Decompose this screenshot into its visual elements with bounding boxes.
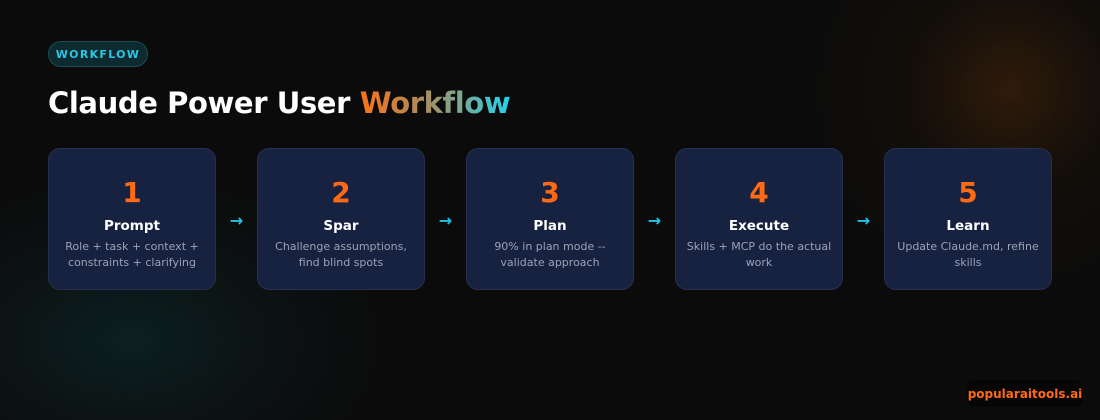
step-description: 90% in plan mode -- validate approach — [494, 240, 606, 269]
step-card-spar: 2 Spar Challenge assumptions, find blind… — [257, 148, 425, 290]
arrow-right-icon: → — [856, 210, 871, 230]
step-name: Plan — [533, 218, 567, 234]
arrow-right-icon: → — [229, 210, 244, 230]
step-card-prompt: 1 Prompt Role + task + context + constra… — [48, 148, 216, 290]
title-accent: Workflow — [359, 86, 511, 120]
step-description: Role + task + context + constraints + cl… — [65, 240, 199, 269]
step-description: Update Claude.md, refine skills — [897, 240, 1039, 269]
step-number: 3 — [540, 176, 560, 209]
page-title: Claude Power User Workflow — [48, 86, 511, 120]
step-number: 2 — [331, 176, 351, 209]
step-name: Learn — [946, 218, 990, 234]
step-name: Execute — [728, 218, 790, 234]
watermark-brand: popularaitools.ai — [967, 380, 1083, 407]
step-name: Prompt — [103, 218, 160, 234]
step-number: 1 — [122, 176, 142, 209]
step-card-execute: 4 Execute Skills + MCP do the actual wor… — [675, 148, 843, 290]
workflow-badge: WORKFLOW — [48, 41, 148, 67]
step-name: Spar — [323, 218, 359, 234]
step-card-learn: 5 Learn Update Claude.md, refine skills — [884, 148, 1052, 290]
arrow-right-icon: → — [438, 210, 453, 230]
step-number: 5 — [958, 176, 978, 209]
workflow-steps: 1 Prompt Role + task + context + constra… — [48, 148, 1052, 290]
title-prefix: Claude Power User — [48, 86, 360, 120]
step-card-plan: 3 Plan 90% in plan mode -- validate appr… — [466, 148, 634, 290]
step-description: Skills + MCP do the actual work — [686, 240, 832, 269]
step-number: 4 — [749, 176, 769, 209]
arrow-right-icon: → — [647, 210, 662, 230]
step-description: Challenge assumptions, find blind spots — [275, 240, 407, 269]
